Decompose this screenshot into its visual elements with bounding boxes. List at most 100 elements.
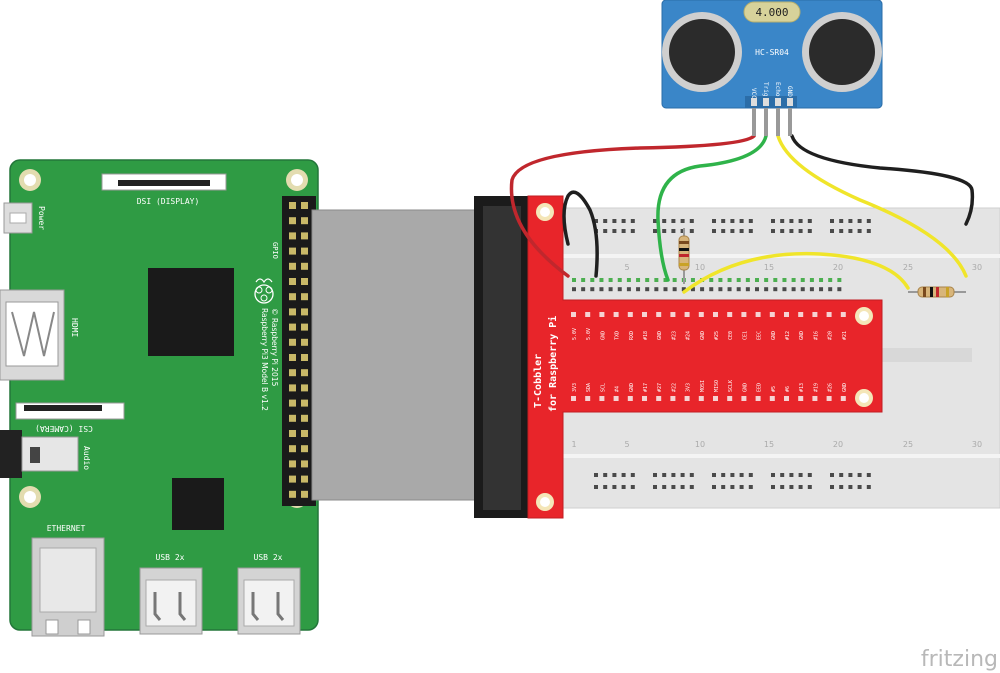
- breadboard-hole: [621, 219, 626, 223]
- breadboard-hole: [653, 485, 657, 489]
- breadboard-hole: [712, 473, 716, 477]
- breadboard-hole: [612, 485, 617, 489]
- breadboard-hole: [748, 473, 753, 477]
- cobbler-bottom-pin-label: GND: [629, 383, 635, 392]
- breadboard-hole: [630, 485, 635, 489]
- breadboard-hole: [654, 287, 659, 292]
- breadboard-hole: [718, 278, 723, 282]
- hdmi-label: HDMI: [70, 318, 79, 337]
- svg-text:1: 1: [571, 440, 576, 449]
- breadboard-hole: [581, 287, 586, 292]
- breadboard-hole: [730, 219, 735, 223]
- gpio-pin: [301, 369, 308, 377]
- breadboard-hole: [857, 229, 862, 233]
- cobbler-pin: [642, 312, 647, 317]
- cobbler-pin: [585, 312, 591, 317]
- gpio-pin: [289, 475, 296, 483]
- cobbler-bottom-pin-label: EED: [757, 383, 763, 392]
- gpio-pin: [289, 247, 296, 255]
- breadboard-hole: [721, 473, 726, 477]
- cobbler-top-pin-label: #16: [813, 331, 819, 340]
- breadboard-hole: [773, 278, 778, 282]
- breadboard-hole: [866, 219, 871, 223]
- cobbler-bottom-pin-label: GND: [842, 383, 848, 392]
- cobbler-top-pin-label: 5.0V: [572, 328, 578, 340]
- breadboard-hole: [594, 485, 598, 489]
- cobbler-pin: [812, 312, 818, 317]
- cobbler-pin: [769, 312, 775, 317]
- gpio-pin: [289, 399, 296, 407]
- wire-yellow-echo: [776, 134, 968, 278]
- audio-label: Audio: [82, 446, 91, 470]
- breadboard-hole: [828, 287, 833, 292]
- cobbler-bottom-pin-label: MISO: [714, 380, 720, 392]
- breadboard-hole: [830, 229, 834, 233]
- breadboard-hole: [848, 219, 853, 223]
- sensor-pin-echo: Echo: [774, 82, 781, 97]
- cobbler-top-pin-label: GND: [799, 331, 805, 340]
- cobbler-pin: [798, 312, 804, 317]
- sensor-model: HC-SR04: [755, 48, 789, 57]
- breadboard-hole: [789, 485, 794, 489]
- wires: [509, 134, 975, 294]
- breadboard-hole: [780, 473, 785, 477]
- breadboard-hole: [771, 229, 775, 233]
- breadboard-hole: [712, 229, 716, 233]
- wire-black-gnd-left: [562, 190, 599, 278]
- breadboard-hole: [839, 219, 844, 223]
- cobbler-bottom-pin-label: SDA: [586, 383, 592, 392]
- breadboard-hole: [782, 278, 787, 282]
- cobbler-bottom-pin-label: #26: [828, 383, 834, 392]
- wire-green-trig: [656, 134, 768, 282]
- gpio-pin: [289, 384, 296, 392]
- cobbler-pin: [741, 312, 747, 317]
- svg-text:15: 15: [764, 263, 774, 272]
- breadboard-hole: [645, 287, 650, 292]
- cobbler-bottom-pin-label: 3V3: [686, 383, 692, 392]
- gpio-pin: [289, 338, 296, 346]
- cobbler-bottom-pin-label: #6: [785, 386, 791, 392]
- cobbler-top-pin-label: GND: [771, 331, 777, 340]
- cobbler-pin: [727, 396, 733, 401]
- gpio-pin: [289, 369, 296, 377]
- breadboard-hole: [653, 473, 657, 477]
- breadboard-hole: [771, 219, 775, 223]
- gpio-pin: [301, 430, 308, 437]
- breadboard-hole: [857, 219, 862, 223]
- breadboard-hole: [626, 278, 631, 282]
- breadboard-hole: [771, 473, 775, 477]
- cobbler-pin: [769, 396, 775, 401]
- gpio-pin: [289, 293, 296, 301]
- sensor-pin-trig: Trig: [762, 82, 769, 97]
- ribbon-cable: [311, 196, 528, 518]
- svg-text:15: 15: [764, 440, 774, 449]
- cobbler-pin: [826, 396, 832, 401]
- breadboard-hole: [739, 473, 744, 477]
- breadboard-hole: [572, 287, 576, 292]
- cobbler-pin: [713, 312, 718, 317]
- breadboard-hole: [671, 485, 676, 489]
- cobbler-top-pin-label: GND: [657, 331, 663, 340]
- breadboard-hole: [780, 229, 785, 233]
- breadboard-hole: [603, 473, 608, 477]
- svg-text:5: 5: [624, 440, 629, 449]
- fritzing-watermark: fritzing: [921, 647, 998, 672]
- breadboard-hole: [689, 473, 694, 477]
- model-line1: Raspberry Pi3 Model B v1.2: [260, 308, 269, 411]
- gpio-pin: [289, 323, 296, 331]
- breadboard-hole: [689, 219, 694, 223]
- breadboard-hole: [608, 278, 613, 282]
- cobbler-top-pin-label: 5.0V: [586, 328, 592, 340]
- cobbler-bottom-pin-label: #27: [657, 383, 663, 392]
- wire-red-vcc: [509, 134, 756, 278]
- breadboard-hole: [782, 287, 787, 292]
- breadboard-hole: [608, 287, 613, 292]
- breadboard-hole: [590, 287, 595, 292]
- cobbler-top-pin-label: #24: [686, 331, 692, 340]
- wire-yellow-divider: [682, 251, 910, 294]
- cobbler-pin: [571, 396, 576, 401]
- breadboard-hole: [662, 473, 667, 477]
- breadboard-hole: [857, 473, 862, 477]
